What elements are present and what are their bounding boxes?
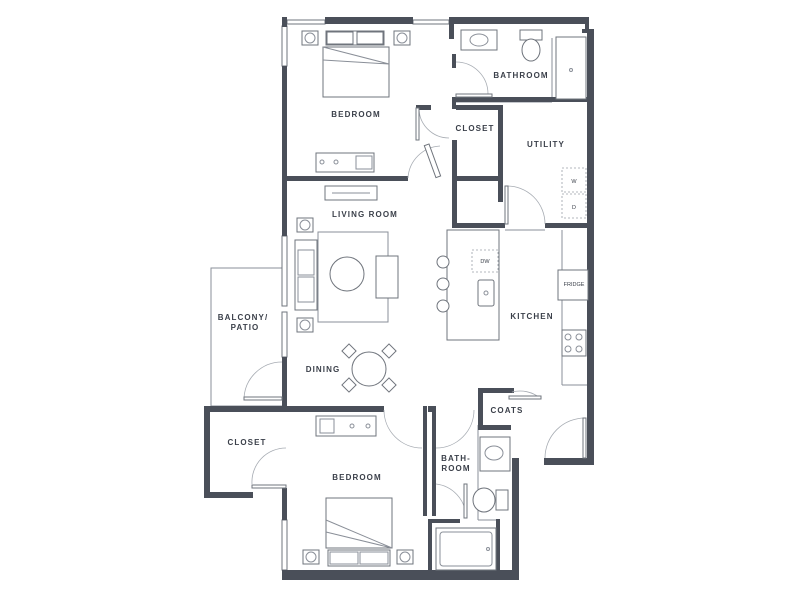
room-label-kitchen: KITCHEN (510, 312, 553, 321)
room-label-utility: UTILITY (527, 140, 565, 149)
room-label-bedroom-bottom: BEDROOM (332, 473, 381, 482)
walls (204, 17, 594, 580)
room-label-balcony-line1: BALCONY/ (218, 313, 269, 322)
room-label-bath-line2: ROOM (441, 464, 470, 473)
dishwasher-label: DW (480, 259, 490, 265)
room-label-closet-bottom: CLOSET (227, 438, 266, 447)
dryer-label: D (572, 205, 576, 211)
appliance-labels: W D DW FRIDGE (480, 179, 584, 288)
room-label-dining: DINING (306, 365, 341, 374)
room-labels: BEDROOM BATHROOM CLOSET UTILITY LIVING R… (218, 71, 565, 482)
room-label-bathroom-top: BATHROOM (493, 71, 548, 80)
fridge-label: FRIDGE (564, 282, 585, 288)
room-label-bath-line1: BATH- (441, 454, 471, 463)
room-label-living-room: LIVING ROOM (332, 210, 398, 219)
room-label-bedroom-top: BEDROOM (331, 110, 380, 119)
room-label-balcony-line2: PATIO (231, 323, 260, 332)
room-label-closet-top: CLOSET (455, 124, 494, 133)
fixtures (294, 29, 589, 571)
doors (243, 61, 587, 519)
bed-top (322, 46, 390, 98)
washer-label: W (571, 179, 577, 185)
room-label-coats: COATS (491, 406, 524, 415)
